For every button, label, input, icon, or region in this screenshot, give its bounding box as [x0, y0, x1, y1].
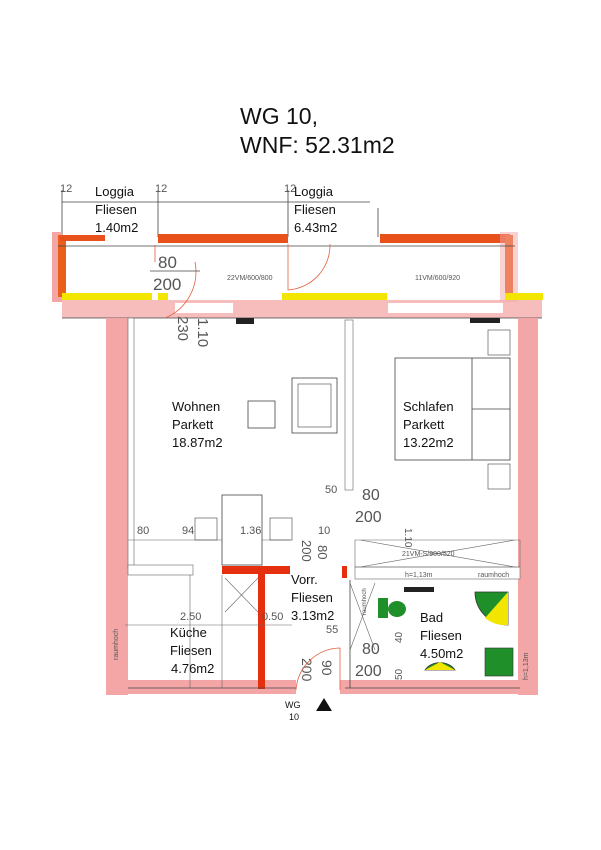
room-name: Loggia: [95, 184, 135, 199]
room-area: 4.50m2: [420, 646, 463, 661]
dim-label: 55: [326, 624, 338, 636]
dim-label: 94: [182, 525, 194, 537]
room-name: Küche: [170, 625, 207, 640]
height-label: raumhoch: [478, 572, 509, 579]
room-floor: Parkett: [403, 417, 445, 432]
height-label: h=1,13m: [523, 652, 530, 680]
dim-label: 1.10: [402, 528, 413, 548]
top-dimension-line: [61, 190, 379, 237]
apartment-walls: [106, 317, 538, 695]
room-floor: Fliesen: [291, 590, 333, 605]
dim-label: 40: [394, 631, 405, 643]
dim-label: 230: [174, 316, 191, 341]
dim-label: 1.36: [240, 525, 261, 537]
room-name: Vorr.: [291, 572, 318, 587]
window-spec: 22VM/600/800: [227, 275, 273, 282]
height-label: raumhoch: [362, 588, 368, 615]
door-height: 200: [355, 663, 382, 680]
door-height: 200: [153, 275, 181, 294]
entrance-arrow-icon: [316, 698, 332, 711]
living-area-total: WNF: 52.31m2: [240, 132, 395, 158]
door-height: 200: [355, 509, 382, 526]
room-floor: Fliesen: [294, 202, 336, 217]
door-width: 80: [315, 545, 330, 559]
loggia-walls: [52, 232, 543, 319]
window-spec: 11VM/600/920: [415, 275, 460, 282]
dim-label: 50: [325, 484, 337, 496]
room-name: Bad: [420, 610, 443, 625]
dim-12: 12: [284, 183, 296, 195]
room-area: 13.22m2: [403, 435, 454, 450]
room-floor: Fliesen: [420, 628, 462, 643]
window-spec: 21VM-S/900/520: [402, 551, 455, 558]
dim-12: 12: [155, 183, 167, 195]
furniture: [194, 318, 511, 592]
room-area: 4.76m2: [171, 661, 214, 676]
room-name: Wohnen: [172, 399, 220, 414]
door-width: 90: [319, 660, 335, 676]
entrance-label: WG: [285, 700, 301, 710]
room-area: 6.43m2: [294, 220, 337, 235]
dim-label: 1.10: [194, 318, 211, 347]
door-width: 80: [158, 253, 177, 272]
dim-label: 50: [394, 668, 405, 680]
room-name: Schlafen: [403, 399, 454, 414]
height-label: h=1,13m: [405, 572, 433, 579]
room-name: Loggia: [294, 184, 334, 199]
door-height: 200: [299, 540, 314, 562]
height-label: raumhoch: [113, 629, 120, 660]
entrance-label: 10: [289, 712, 299, 722]
dim-label: 2.50: [180, 611, 201, 623]
dim-label: 0.50: [262, 611, 283, 623]
apartment-number: WG 10,: [240, 103, 318, 129]
room-area: 1.40m2: [95, 220, 138, 235]
entrance-door-swing: [295, 647, 341, 691]
room-area: 3.13m2: [291, 608, 334, 623]
room-area: 18.87m2: [172, 435, 223, 450]
dim-label: 80: [137, 525, 149, 537]
dim-12: 12: [60, 183, 72, 195]
room-floor: Parkett: [172, 417, 214, 432]
loggia-door-swing: [287, 243, 331, 291]
bathroom-fixtures: [378, 591, 514, 677]
door-width: 80: [362, 487, 380, 504]
room-floor: Fliesen: [170, 643, 212, 658]
door-height: 200: [299, 658, 315, 682]
door-width: 80: [362, 641, 380, 658]
door-swing: [154, 245, 197, 319]
dim-label: 10: [318, 525, 330, 537]
room-floor: Fliesen: [95, 202, 137, 217]
